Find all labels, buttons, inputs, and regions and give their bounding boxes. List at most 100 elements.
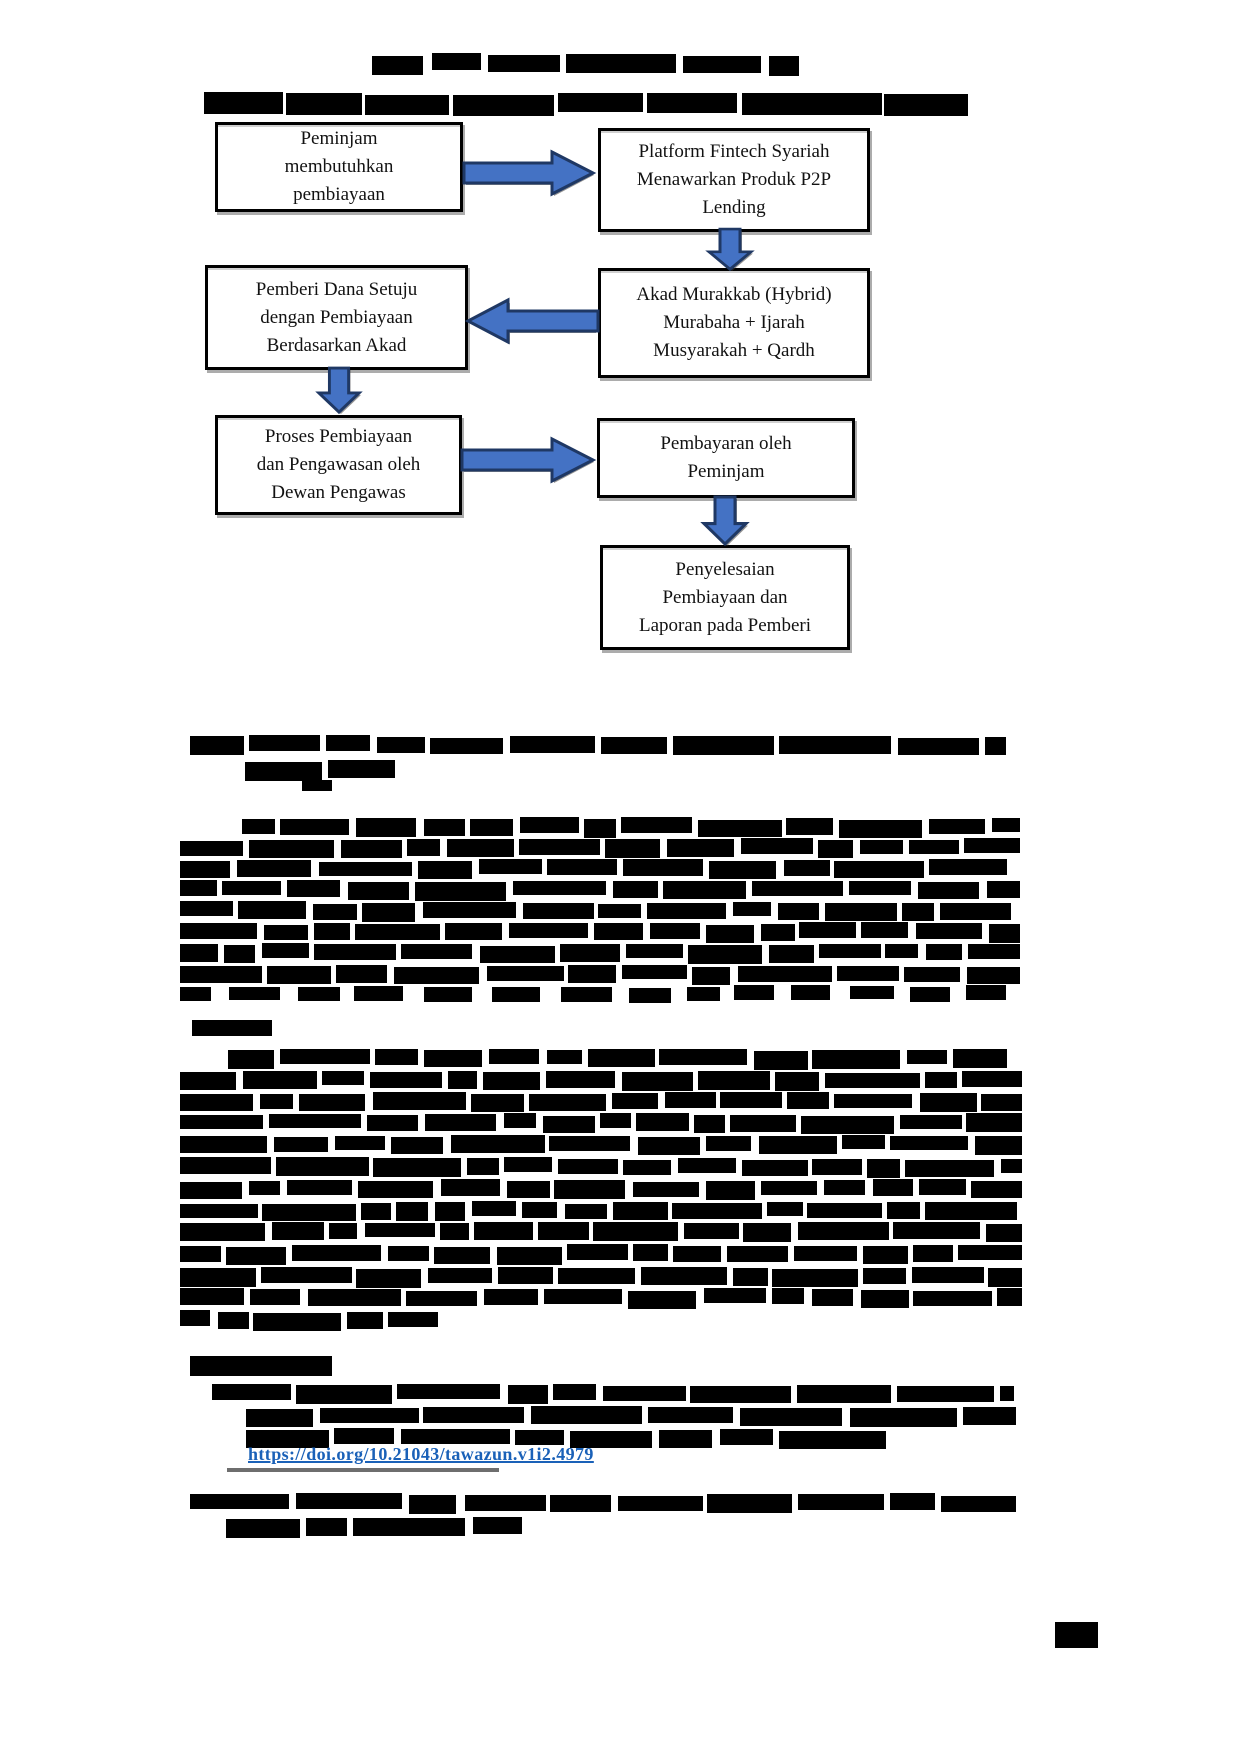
- redaction-bar: [279, 1049, 370, 1064]
- redaction-bar: [407, 839, 441, 856]
- redaction-bar: [766, 1201, 803, 1216]
- redaction-bar: [971, 1180, 1023, 1198]
- redaction-bar: [180, 1181, 242, 1199]
- flow-box-label: Akad Murakkab (Hybrid) Murabaha + Ijarah…: [636, 284, 832, 361]
- redacted-line: [226, 1517, 522, 1538]
- redaction-bar: [753, 1051, 808, 1070]
- doi-link[interactable]: https://doi.org/10.21043/tawazun.v1i2.49…: [248, 1444, 594, 1464]
- redaction-bar: [180, 1115, 263, 1130]
- redaction-bar: [941, 1496, 1017, 1512]
- redacted-line: [190, 1356, 332, 1376]
- redaction-bar: [912, 1290, 992, 1306]
- redaction-bar: [706, 1136, 752, 1152]
- redaction-bar: [967, 944, 1020, 959]
- redaction-bar: [621, 817, 693, 833]
- redaction-bar: [248, 735, 320, 751]
- redaction-bar: [190, 1356, 332, 1376]
- redacted-line: [180, 901, 1020, 922]
- redaction-bar: [521, 1201, 557, 1218]
- redaction-bar: [758, 1136, 837, 1155]
- redaction-bar: [672, 736, 774, 755]
- redaction-bar: [986, 1224, 1023, 1243]
- redaction-bar: [428, 1268, 493, 1283]
- redacted-page-number: [1055, 1622, 1098, 1648]
- redaction-bar: [629, 988, 672, 1003]
- link-underline-shadow: [227, 1468, 499, 1472]
- redaction-bar: [180, 987, 211, 1001]
- redacted-reference-2-line-1: [190, 1493, 1017, 1514]
- redaction-bar: [228, 1050, 274, 1069]
- redacted-heading-2: [190, 1356, 332, 1376]
- redaction-bar: [659, 1430, 713, 1448]
- redaction-bar: [893, 1222, 981, 1240]
- redaction-bar: [180, 1157, 271, 1174]
- redaction-bar: [519, 817, 579, 833]
- redacted-line: [246, 1406, 1016, 1427]
- redaction-bar: [791, 985, 831, 1000]
- redaction-bar: [237, 901, 306, 919]
- redaction-bar: [271, 1222, 324, 1241]
- redaction-bar: [370, 1071, 443, 1088]
- redaction-bar: [180, 1136, 267, 1154]
- redaction-bar: [362, 903, 416, 922]
- redaction-bar: [734, 985, 775, 1000]
- redacted-line: [180, 817, 1021, 838]
- redaction-bar: [786, 818, 834, 835]
- redaction-bar: [632, 1244, 668, 1262]
- redaction-bar: [688, 945, 763, 964]
- redaction-bar: [909, 840, 960, 854]
- redacted-reference-1-line-3: [246, 1428, 886, 1449]
- redaction-bar: [833, 861, 924, 878]
- redaction-bar: [625, 944, 683, 958]
- redaction-bar: [599, 1113, 631, 1129]
- redaction-bar: [242, 819, 275, 834]
- redaction-bar: [569, 1431, 652, 1448]
- redaction-bar: [503, 1113, 536, 1129]
- redaction-bar: [248, 1180, 280, 1195]
- redaction-bar: [886, 1201, 920, 1219]
- redaction-bar: [180, 861, 230, 878]
- redaction-bar: [469, 819, 513, 836]
- redaction-bar: [180, 1071, 236, 1090]
- redaction-bar: [260, 1093, 294, 1109]
- redaction-bar: [396, 1201, 429, 1221]
- redaction-bar: [391, 1137, 444, 1155]
- redaction-bar: [975, 1136, 1023, 1156]
- redaction-bar: [740, 1408, 843, 1426]
- redaction-bar: [617, 1496, 703, 1511]
- redaction-bar: [192, 1020, 272, 1036]
- redaction-bar: [689, 1386, 791, 1403]
- redaction-bar: [760, 924, 795, 941]
- redacted-reference-1-line-2: [246, 1406, 1016, 1427]
- redaction-bar: [567, 965, 616, 983]
- redaction-bar: [612, 1092, 659, 1109]
- redaction-bar: [180, 1203, 258, 1218]
- redaction-bar: [987, 1268, 1022, 1287]
- redacted-caption-fragment: [302, 780, 332, 791]
- redaction-bar: [180, 1223, 265, 1242]
- redaction-bar: [740, 838, 813, 854]
- redaction-bar: [997, 1287, 1023, 1306]
- redaction-bar: [860, 840, 904, 854]
- redaction-bar: [849, 881, 912, 895]
- redaction-bar: [453, 95, 555, 116]
- redacted-line: [180, 1070, 1022, 1092]
- redacted-line: [372, 53, 799, 76]
- redacted-line: [192, 1020, 272, 1036]
- redaction-bar: [915, 923, 982, 939]
- redaction-bar: [347, 1311, 384, 1329]
- redaction-bar: [807, 1202, 883, 1218]
- redaction-bar: [961, 1070, 1022, 1087]
- redacted-line: [180, 1266, 1022, 1288]
- redaction-bar: [720, 1091, 783, 1108]
- redaction-bar: [558, 1268, 636, 1284]
- redaction-bar: [863, 1246, 909, 1265]
- redaction-bar: [180, 901, 233, 916]
- redaction-bar: [919, 1092, 977, 1112]
- redaction-bar: [439, 1223, 469, 1241]
- redaction-bar: [542, 1116, 595, 1134]
- flow-box-label: Platform Fintech Syariah Menawarkan Prod…: [636, 141, 832, 218]
- redaction-bar: [771, 1287, 804, 1304]
- redaction-bar: [1055, 1622, 1098, 1648]
- redaction-bar: [483, 1288, 538, 1305]
